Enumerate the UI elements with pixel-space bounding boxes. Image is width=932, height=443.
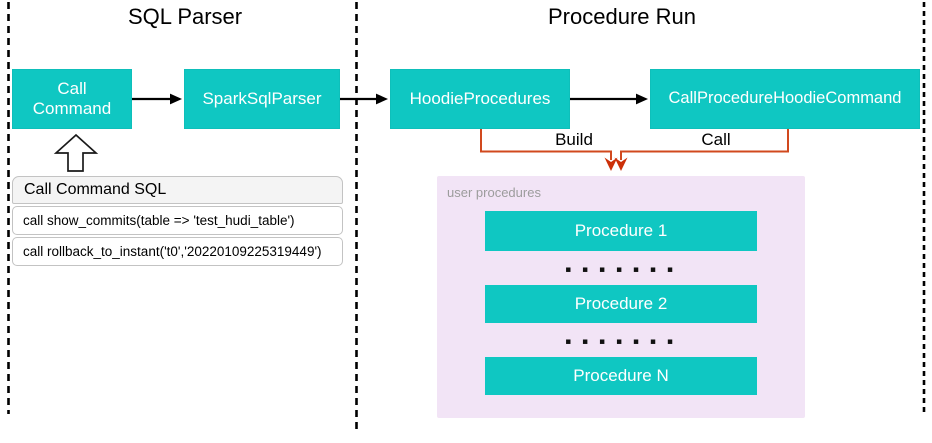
procedure-n-box: Procedure N (485, 357, 757, 395)
node-call-procedure-hoodie-command: CallProcedureHoodieCommand (650, 69, 920, 129)
ellipsis-dots: ▪ ▪ ▪ ▪ ▪ ▪ ▪ (565, 265, 677, 275)
arrow-sparksqlparser-to-hoodieprocedures (340, 93, 388, 105)
edge-label-call: Call (701, 130, 731, 149)
procedure-1-box: Procedure 1 (485, 211, 757, 251)
build-arrowhead-icon (604, 157, 618, 171)
node-hoodie-procedures-label: HoodieProcedures (409, 88, 551, 108)
ellipsis-dots: ▪ ▪ ▪ ▪ ▪ ▪ ▪ (565, 337, 677, 347)
node-spark-sql-parser: SparkSqlParser (184, 69, 340, 129)
node-call-command-label: Call Command (32, 78, 112, 118)
section-title-sql-parser: SQL Parser (128, 4, 243, 29)
call-command-sql-header: Call Command SQL (12, 176, 343, 204)
sql-example-row: call show_commits(table => 'test_hudi_ta… (12, 206, 343, 235)
up-arrow-icon (53, 133, 99, 172)
arrow-callcommand-to-sparksqlparser (132, 93, 182, 105)
edge-label-build: Build (555, 130, 593, 149)
procedure-1-label: Procedure 1 (574, 221, 668, 240)
section-title-procedure-run: Procedure Run (548, 4, 696, 29)
user-procedures-label: user procedures (447, 185, 541, 200)
procedure-n-label: Procedure N (573, 366, 669, 385)
call-arrowhead-icon (614, 157, 628, 171)
user-procedures-panel: user procedures Procedure 1 ▪ ▪ ▪ ▪ ▪ ▪ … (437, 176, 805, 418)
procedure-2-box: Procedure 2 (485, 285, 757, 323)
procedure-2-label: Procedure 2 (574, 294, 668, 313)
node-spark-sql-parser-label: SparkSqlParser (202, 88, 322, 108)
node-hoodie-procedures: HoodieProcedures (390, 69, 570, 129)
sql-example-row: call rollback_to_instant('t0','202201092… (12, 237, 343, 266)
call-command-sql-box: Call Command SQL call show_commits(table… (12, 176, 343, 266)
node-call-procedure-hoodie-command-label: CallProcedureHoodieCommand (668, 89, 902, 108)
node-call-command: Call Command (12, 69, 132, 129)
arrow-hoodieprocedures-to-callprocedure (570, 93, 648, 105)
